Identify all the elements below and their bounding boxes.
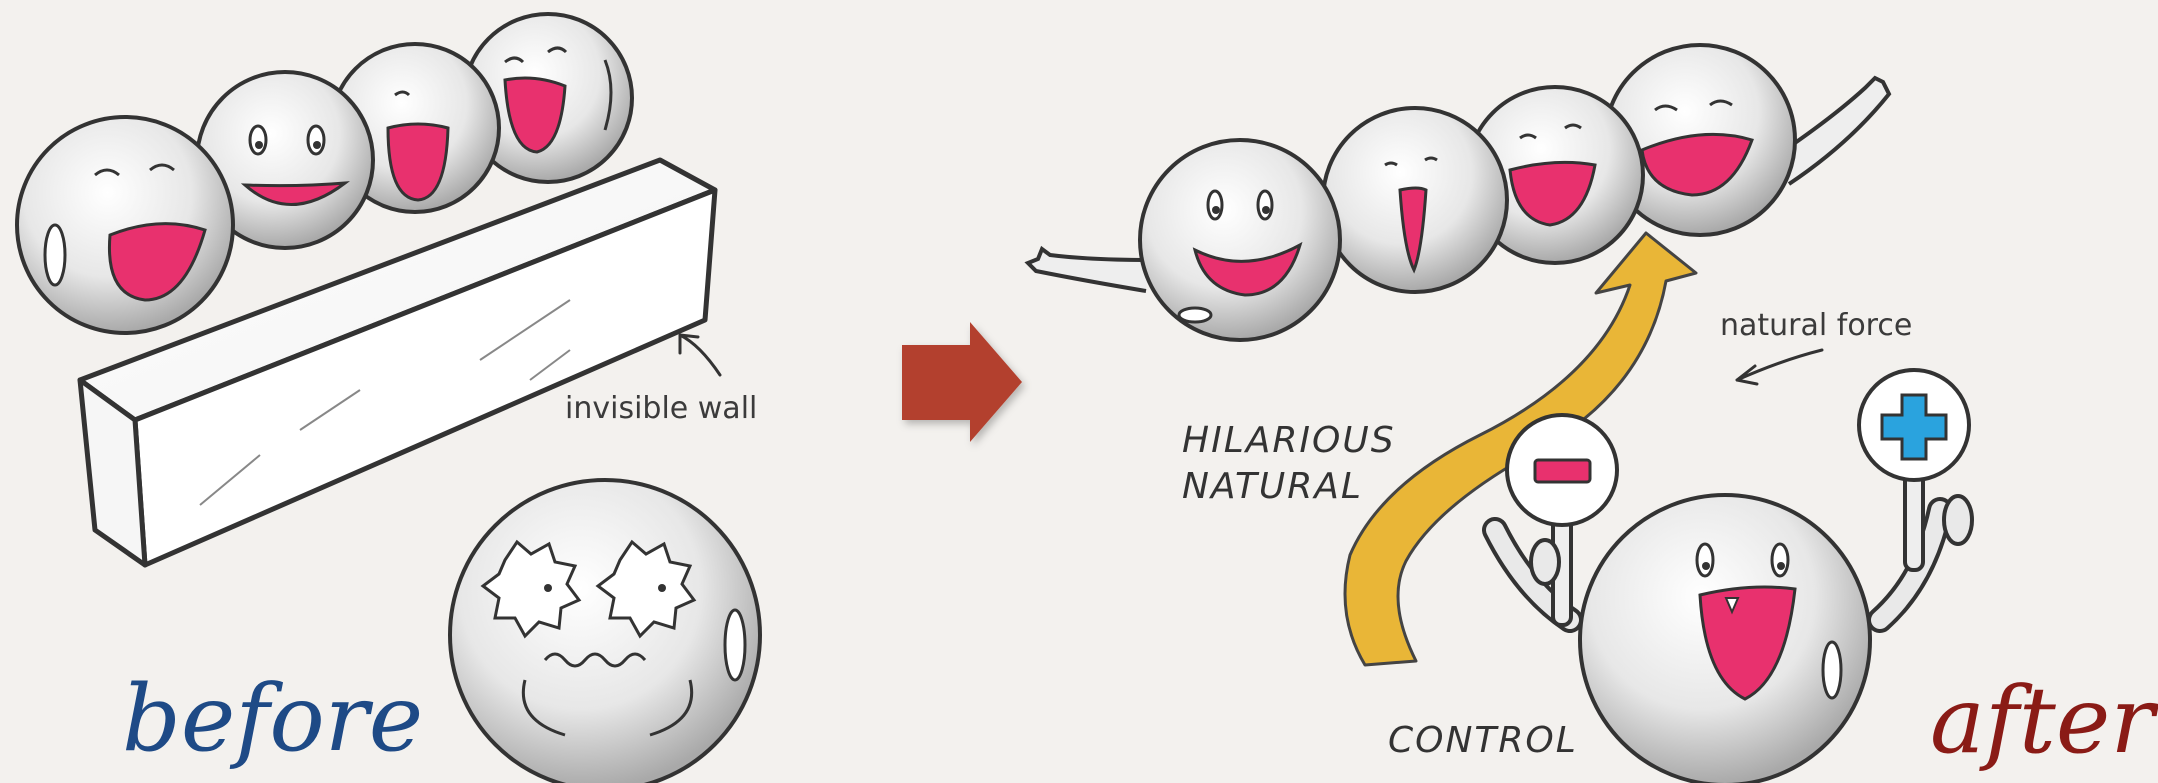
control-label: CONTROL bbox=[1388, 720, 1578, 761]
invisible-wall-label: invisible wall bbox=[565, 391, 757, 426]
hilarious-label: HILARIOUS bbox=[1182, 420, 1396, 461]
before-label: before bbox=[122, 665, 423, 772]
left-arm bbox=[1028, 249, 1150, 291]
ball-after-2 bbox=[1323, 108, 1507, 292]
before-scene: invisible wall before bbox=[17, 14, 760, 783]
wall-pointer-arrow bbox=[680, 335, 720, 375]
natural-label: NATURAL bbox=[1182, 466, 1363, 507]
after-scene: HILARIOUS NATURAL natural force bbox=[1028, 45, 2158, 783]
after-label: after bbox=[1930, 667, 2158, 774]
natural-force-label: natural force bbox=[1720, 308, 1912, 343]
ball-after-1 bbox=[1140, 140, 1340, 340]
plus-paddle bbox=[1859, 370, 1972, 570]
force-pointer-arrow bbox=[1737, 350, 1822, 384]
confused-ball bbox=[450, 480, 760, 783]
transition-arrow bbox=[902, 322, 1022, 442]
ball-before-1 bbox=[17, 117, 233, 333]
